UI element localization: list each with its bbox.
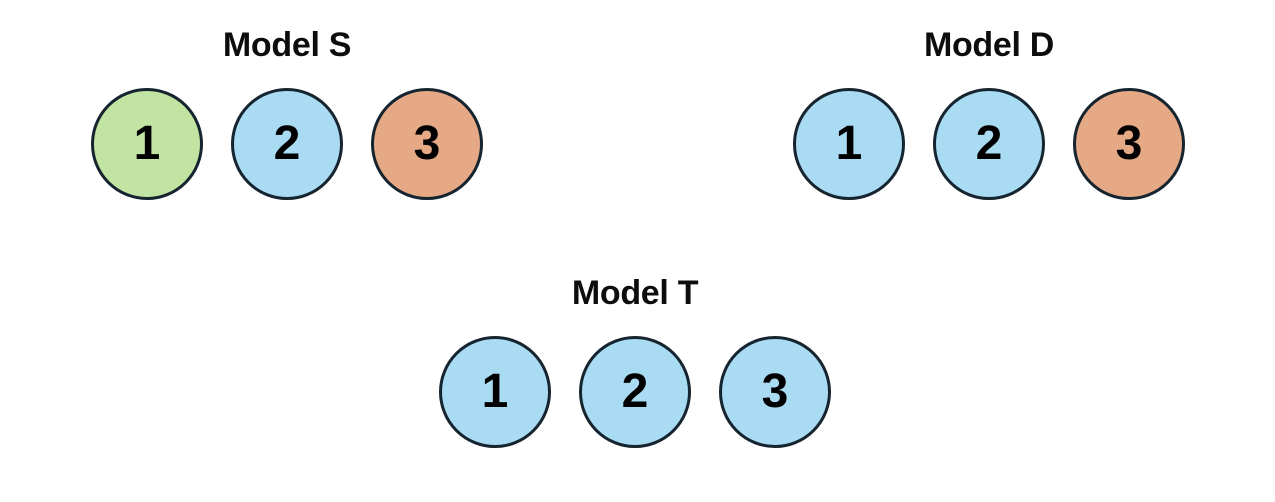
model-group-model-t: Model T 1 2 3 [433, 276, 837, 448]
model-group-model-d: Model D 1 2 3 [787, 28, 1191, 200]
group-title-model-t: Model T [571, 274, 699, 312]
node-label: 2 [975, 117, 1003, 170]
node-label: 1 [481, 365, 509, 418]
node-model-d-1[interactable]: 1 [793, 88, 905, 200]
node-model-t-3[interactable]: 3 [719, 336, 831, 448]
node-model-s-2[interactable]: 2 [231, 88, 343, 200]
node-label: 2 [273, 117, 301, 170]
group-title-model-d: Model D [923, 26, 1055, 64]
node-row-model-s: 1 2 3 [85, 88, 489, 200]
node-model-d-3[interactable]: 3 [1073, 88, 1185, 200]
node-row-model-t: 1 2 3 [433, 336, 837, 448]
node-label: 3 [413, 117, 441, 170]
node-label: 1 [133, 117, 161, 170]
model-group-model-s: Model S 1 2 3 [85, 28, 489, 200]
node-model-s-1[interactable]: 1 [91, 88, 203, 200]
node-label: 3 [761, 365, 789, 418]
node-label: 1 [835, 117, 863, 170]
group-title-model-s: Model S [222, 26, 352, 64]
node-model-d-2[interactable]: 2 [933, 88, 1045, 200]
node-label: 3 [1115, 117, 1143, 170]
node-label: 2 [621, 365, 649, 418]
node-model-t-2[interactable]: 2 [579, 336, 691, 448]
node-model-t-1[interactable]: 1 [439, 336, 551, 448]
node-model-s-3[interactable]: 3 [371, 88, 483, 200]
node-row-model-d: 1 2 3 [787, 88, 1191, 200]
